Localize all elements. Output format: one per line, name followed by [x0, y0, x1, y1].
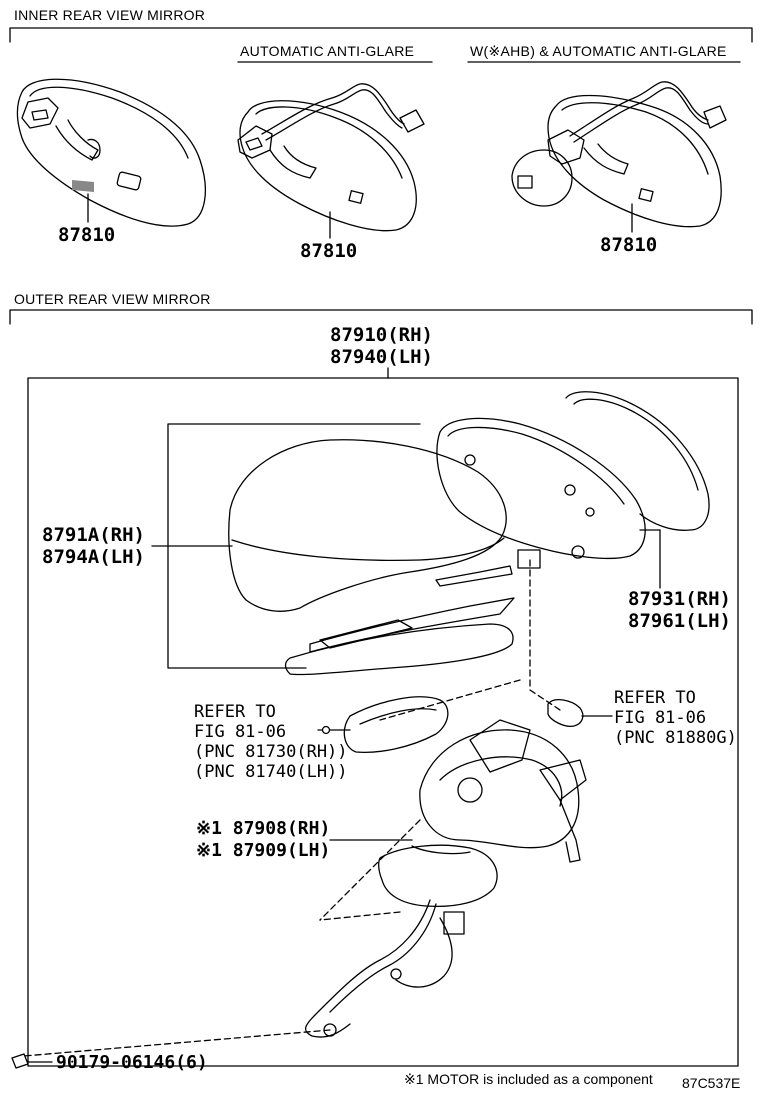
- ref-bulb-line-3: (PNC 81880G): [614, 728, 737, 748]
- outer-section-title: OUTER REAR VIEW MIRROR: [14, 291, 211, 307]
- part-number-assy-rh[interactable]: 87910(RH): [330, 324, 433, 346]
- screw-icon: [11, 1053, 29, 1069]
- part-number-mirror-lh[interactable]: 87961(LH): [628, 610, 731, 632]
- figure-code: 87C537E: [682, 1075, 741, 1091]
- part-number-inner-std[interactable]: 87810: [58, 224, 116, 246]
- part-number-mirror-rh[interactable]: 87931(RH): [628, 588, 731, 610]
- part-number-screw[interactable]: 90179-06146(6): [56, 1052, 208, 1073]
- turn-signal-lens: [284, 623, 514, 676]
- inner-mirror-ahb: [511, 81, 727, 233]
- part-number-inner-auto[interactable]: 87810: [300, 240, 358, 262]
- outer-assy-frame: [27, 377, 739, 1067]
- mirror-base: [378, 844, 498, 908]
- variant-ahb-label: W(※AHB) & AUTOMATIC ANTI-GLARE: [470, 43, 727, 59]
- ref-bulb-line-2[interactable]: FIG 81-06: [614, 708, 707, 728]
- part-number-inner-ahb[interactable]: 87810: [600, 234, 658, 256]
- part-number-motor-rh[interactable]: ※1 87908(RH): [196, 818, 331, 839]
- wire-harness: [304, 899, 431, 1038]
- bulb: [547, 698, 584, 727]
- ref-lamp-line-4: (PNC 81740(LH)): [194, 762, 348, 782]
- ref-bulb-line-1: REFER TO: [614, 688, 696, 708]
- footnote: ※1 MOTOR is included as a component: [404, 1071, 653, 1087]
- outer-section-bracket: [9, 309, 753, 325]
- part-number-assy-lh[interactable]: 87940(LH): [330, 346, 433, 368]
- mirror-cover: [228, 439, 507, 612]
- inner-mirror-auto: [237, 83, 425, 239]
- ref-lamp-line-1: REFER TO: [194, 702, 276, 722]
- ref-lamp-line-3: (PNC 81730(RH)): [194, 742, 348, 762]
- ref-lamp-line-2[interactable]: FIG 81-06: [194, 722, 287, 742]
- part-number-cover-lh[interactable]: 8794A(LH): [42, 546, 145, 568]
- mirror-body: [436, 417, 646, 560]
- variant-auto-label: AUTOMATIC ANTI-GLARE: [240, 43, 415, 59]
- part-number-motor-lh[interactable]: ※1 87909(LH): [196, 840, 331, 861]
- inner-section-bracket: [9, 27, 753, 43]
- inner-mirror-standard: [16, 78, 206, 227]
- mirror-glass: [565, 391, 710, 531]
- inner-section-title: INNER REAR VIEW MIRROR: [14, 7, 206, 23]
- part-number-cover-rh[interactable]: 8791A(RH): [42, 524, 145, 546]
- turn-lamp: [343, 696, 449, 754]
- motor-assembly: [419, 729, 580, 849]
